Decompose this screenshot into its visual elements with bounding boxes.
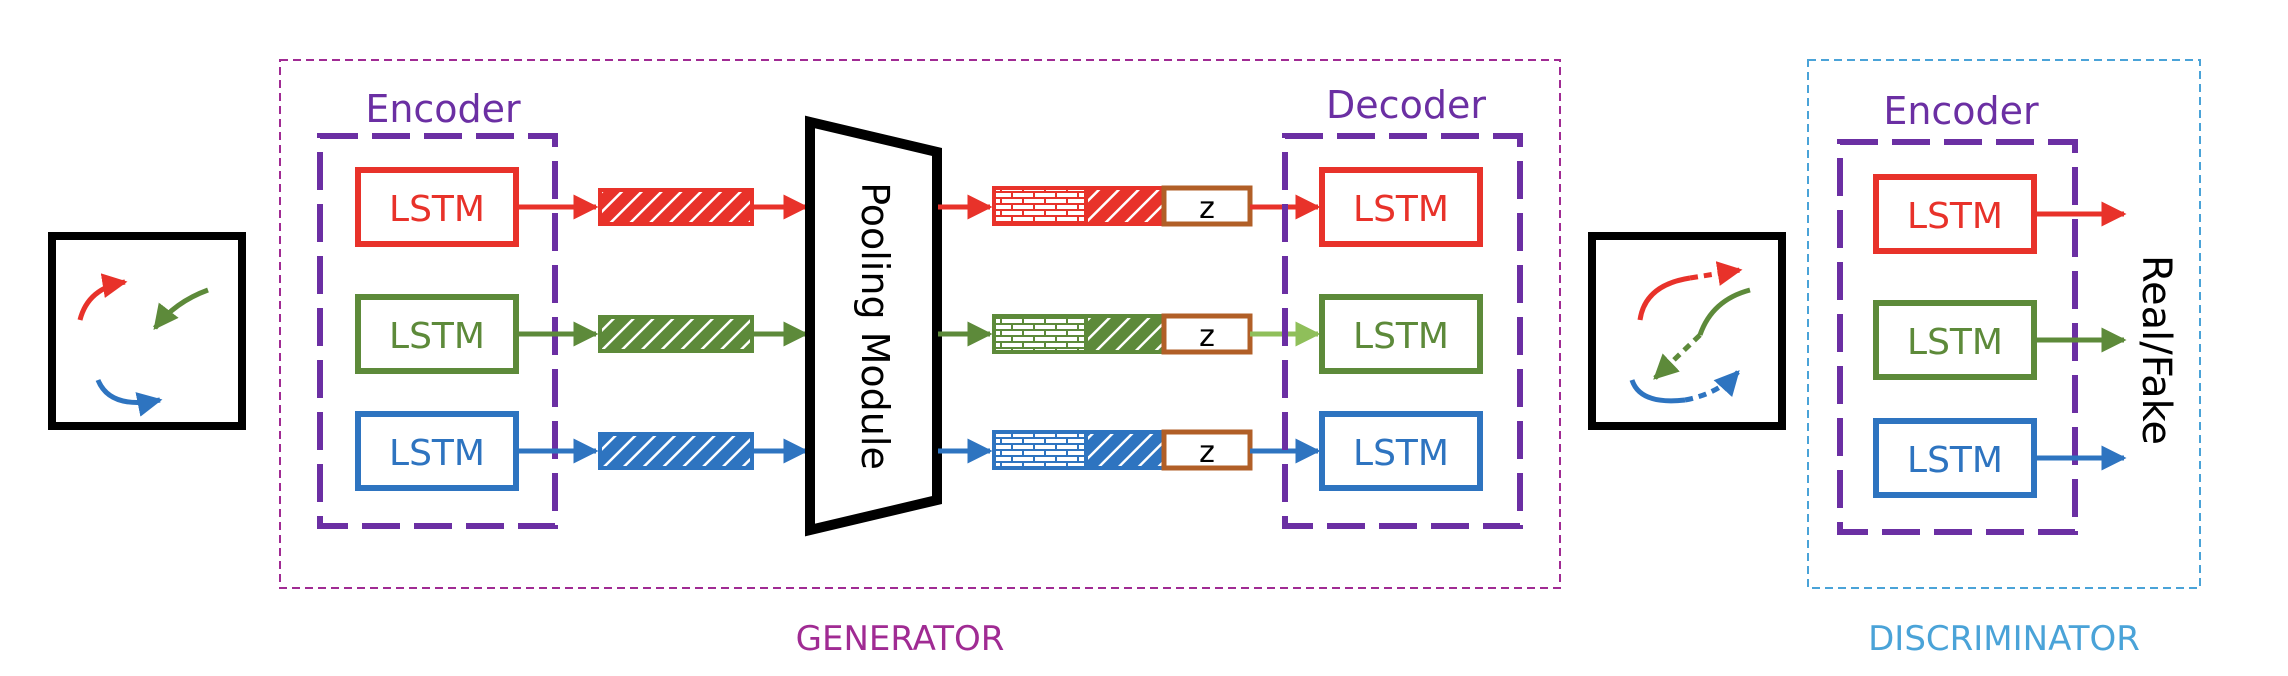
generator-boundary	[279, 59, 1561, 589]
discriminator-encoder-box	[1837, 139, 2078, 535]
encoder-lstm-blue: LSTM	[355, 411, 519, 491]
noise-z-red: z	[1199, 191, 1215, 226]
discriminator-lstm-red-label: LSTM	[1907, 196, 2003, 237]
noise-z-green: z	[1199, 319, 1215, 354]
decoder-lstm-blue-label: LSTM	[1353, 433, 1449, 474]
encoder-lstm-red-label: LSTM	[389, 189, 485, 230]
discriminator-lstm-green: LSTM	[1873, 300, 2037, 380]
generator-encoder-title: Encoder	[365, 87, 521, 131]
noise-z-blue: z	[1199, 435, 1215, 470]
generator-label: GENERATOR	[796, 619, 1005, 659]
encoder-lstm-green: LSTM	[355, 294, 519, 374]
decoder-input-red: z	[992, 185, 1253, 227]
hidden-state-blue	[598, 432, 754, 470]
discriminator-label: DISCRIMINATOR	[1868, 619, 2140, 659]
decoder-input-green: z	[992, 313, 1253, 355]
hidden-state-green	[598, 315, 754, 353]
encoder-lstm-blue-label: LSTM	[389, 433, 485, 474]
encoder-lstm-green-label: LSTM	[389, 316, 485, 357]
hidden-state-red	[598, 188, 754, 226]
decoder-lstm-green-label: LSTM	[1353, 316, 1449, 357]
input-trajectories-icon	[48, 232, 246, 430]
discriminator-lstm-blue: LSTM	[1873, 418, 2037, 498]
decoder-lstm-red: LSTM	[1319, 167, 1483, 247]
discriminator-lstm-green-label: LSTM	[1907, 322, 2003, 363]
discriminator-lstm-red: LSTM	[1873, 174, 2037, 254]
discriminator-encoder-title: Encoder	[1883, 89, 2039, 133]
encoder-lstm-red: LSTM	[355, 167, 519, 247]
discriminator-lstm-blue-label: LSTM	[1907, 440, 2003, 481]
generator-decoder-box	[1282, 133, 1523, 529]
predicted-trajectories-icon	[1588, 232, 1786, 430]
generator-encoder-box	[317, 133, 558, 529]
decoder-lstm-red-label: LSTM	[1353, 189, 1449, 230]
real-fake-label: Real/Fake	[2133, 255, 2179, 445]
generator-decoder-title: Decoder	[1326, 83, 1486, 127]
pooling-module-label: Pooling Module	[853, 182, 897, 470]
decoder-lstm-blue: LSTM	[1319, 411, 1483, 491]
decoder-lstm-green: LSTM	[1319, 294, 1483, 374]
pooling-module: Pooling Module	[805, 115, 942, 537]
discriminator-boundary	[1807, 59, 2201, 589]
decoder-input-blue: z	[992, 429, 1253, 471]
